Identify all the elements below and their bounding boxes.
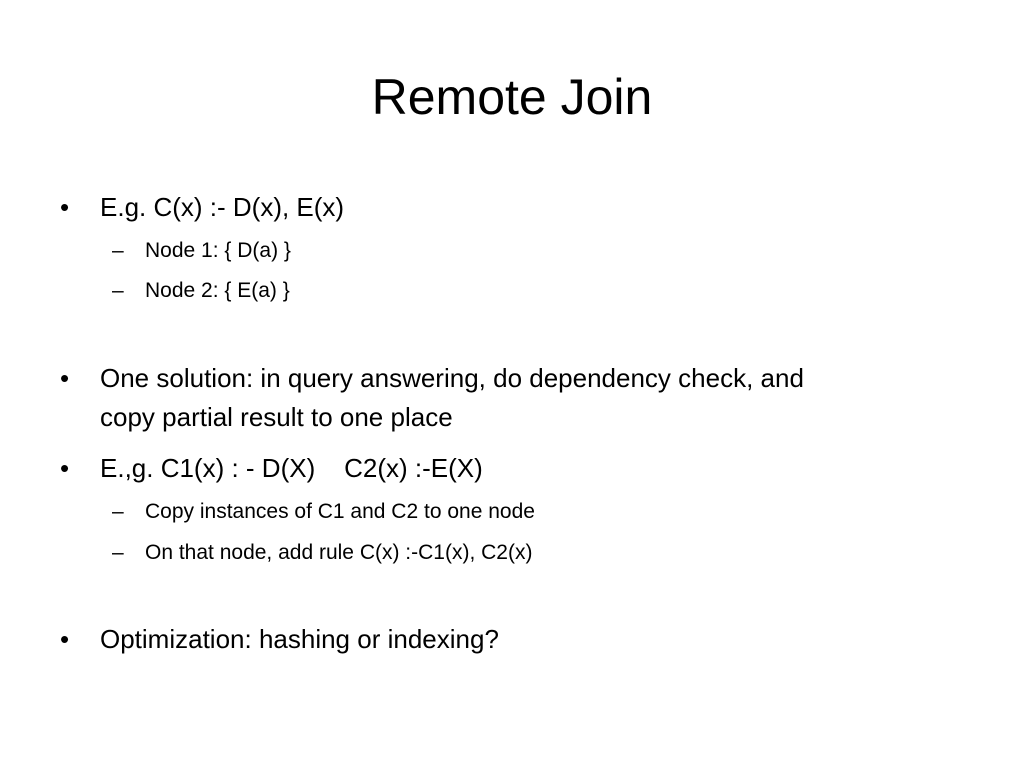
bullet-4-text: Optimization: hashing or indexing? xyxy=(100,624,499,654)
bullet-3-text: E.,g. C1(x) : - D(X) C2(x) :-E(X) xyxy=(100,453,483,483)
bullet-2: • One solution: in query answering, do d… xyxy=(60,359,960,437)
dash-marker: – xyxy=(112,239,124,262)
sub-bullet-3-2: – On that node, add rule C(x) :-C1(x), C… xyxy=(112,538,932,568)
dash-marker: – xyxy=(112,279,124,302)
sub-bullet-3-2-text: On that node, add rule C(x) :-C1(x), C2(… xyxy=(145,541,533,564)
dash-marker: – xyxy=(112,541,124,564)
bullet-marker: • xyxy=(60,453,70,483)
bullet-1-text: E.g. C(x) :- D(x), E(x) xyxy=(100,192,345,222)
bullet-marker: • xyxy=(60,624,70,654)
dash-marker: – xyxy=(112,500,124,523)
sub-bullet-1-2: – Node 2: { E(a) } xyxy=(112,276,932,306)
sub-bullet-3-1-text: Copy instances of C1 and C2 to one node xyxy=(145,500,535,523)
bullet-marker: • xyxy=(60,363,70,393)
sub-bullet-1-1-text: Node 1: { D(a) } xyxy=(145,239,291,262)
bullet-1: • E.g. C(x) :- D(x), E(x) xyxy=(60,188,960,227)
slide-title: Remote Join xyxy=(371,69,653,125)
sub-bullet-1-2-text: Node 2: { E(a) } xyxy=(145,279,290,302)
bullet-3: • E.,g. C1(x) : - D(X) C2(x) :-E(X) xyxy=(60,449,960,488)
bullet-4: • Optimization: hashing or indexing? xyxy=(60,620,960,659)
bullet-2-line-1: One solution: in query answering, do dep… xyxy=(100,363,804,393)
sub-bullet-1-1: – Node 1: { D(a) } xyxy=(112,236,932,266)
bullet-2-line-2: copy partial result to one place xyxy=(100,402,453,432)
sub-bullet-3-1: – Copy instances of C1 and C2 to one nod… xyxy=(112,497,932,527)
bullet-marker: • xyxy=(60,192,70,222)
